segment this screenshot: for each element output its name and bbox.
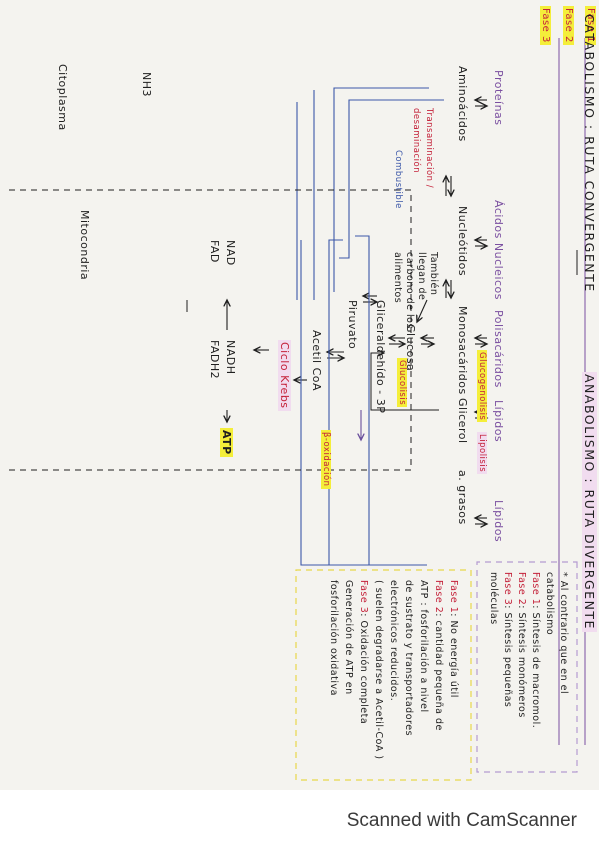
lipidos-catabolism-label: Lípidos — [492, 400, 505, 443]
piruvato-label: Piruvato — [346, 300, 359, 350]
polisacaridos-label: Polisacáridos — [492, 310, 505, 388]
note-line2: llegan de — [416, 252, 427, 301]
summary-line4: de sustrato y transportadores — [403, 580, 414, 737]
phase-2-label: Fase 2 — [563, 6, 574, 45]
summary-line7: Fase 3: Oxidación completa — [358, 580, 369, 724]
anabolism-fase3-label: Fase 3 — [502, 572, 513, 606]
note-line3: carbono de los — [404, 252, 415, 329]
proteinas-label: Proteínas — [492, 70, 505, 126]
anabolism-title: ANABOLISMO : RUTA DIVERGENTE — [582, 372, 597, 632]
fad-label: FAD — [208, 240, 221, 263]
phase-3-label: Fase 3 — [540, 6, 551, 45]
anabolism-line3: Fase 1: Síntesis de macromol. — [530, 572, 541, 728]
acidos-nucleicos-label: Ácidos Nucleicos — [492, 200, 505, 301]
glucosa-label: Glucosa — [404, 324, 417, 372]
anabolism-line4: Fase 2: Síntesis monómeros — [516, 572, 527, 718]
scanner-watermark: Scanned with CamScanner — [346, 810, 577, 831]
monosacaridos-label: Monosacáridos — [456, 306, 469, 395]
desaminacion-label: desaminación — [411, 108, 421, 174]
note-line4: alimentos — [392, 252, 403, 304]
summary-fase2-text: : cantidad pequeña de — [433, 613, 444, 731]
fadh2-label: FADH2 — [208, 340, 221, 380]
note-line1: También — [428, 252, 439, 296]
anabolism-line2: catabolismo — [544, 572, 555, 636]
diagram-sketch — [9, 38, 586, 781]
anabolism-fase1-label: Fase 1 — [530, 572, 541, 606]
blue-flow-lines — [296, 87, 444, 566]
summary-line2: Fase 2: cantidad pequeña de — [433, 580, 444, 731]
summary-fase3-label: Fase 3 — [358, 580, 369, 614]
lipolisis-label: Lipolisis — [477, 432, 487, 475]
scanner-footer: Scanned with CamScanner — [0, 790, 599, 848]
ciclo-krebs-label: Ciclo Krebs — [278, 340, 291, 411]
anabolism-box-outline — [476, 561, 578, 773]
anabolism-line5: Fase 3: Síntesis pequeñas — [502, 572, 513, 707]
anabolism-fase2-text: : Síntesis monómeros — [516, 605, 527, 718]
gliceraldehido-label: Gliceraldehído - 3P — [374, 300, 387, 414]
nad-label: NAD — [224, 240, 237, 266]
glicerol-label: Glicerol — [456, 398, 469, 444]
mitochondria-boundary — [9, 189, 412, 471]
aminoacidos-label: Aminoácidos — [456, 66, 469, 142]
rotated-sheet: Fase 1 Fase 2 Fase 3 CATABOLISMO : RUTA … — [9, 6, 597, 781]
summary-line8: Generación de ATP en — [343, 580, 354, 695]
summary-box-outline — [295, 569, 472, 781]
summary-line1: Fase 1: No energía útil — [448, 580, 459, 698]
glicerol-path — [370, 353, 439, 411]
acetil-coa-label: Acetil CoA — [310, 330, 323, 392]
summary-fase1-label: Fase 1 — [448, 580, 459, 614]
anabolism-fase3-text: : Síntesis pequeñas — [502, 605, 513, 708]
combustible-label: Combustible — [393, 150, 403, 209]
mitocondria-label: Mitocondria — [78, 210, 91, 281]
anabolism-line1: * Al contrario que en el — [558, 572, 569, 695]
summary-fase3-text: : Oxidación completa — [358, 613, 369, 725]
anabolism-fase1-text: : Síntesis de macromol. — [530, 605, 541, 729]
glucogenolisis-label: Glucogenolisis — [477, 350, 487, 423]
transaminacion-label: Transaminación / — [424, 108, 434, 189]
anabolism-line6: moléculas — [488, 572, 499, 625]
summary-line9: fosforilación oxidativa — [328, 580, 339, 696]
row-transition-arrows — [227, 100, 487, 524]
nh3-label: NH3 — [140, 72, 153, 97]
lipidos-anabolism-label: Lípidos — [492, 500, 505, 543]
summary-fase1-text: : No energía útil — [448, 613, 459, 698]
nadh-label: NADH — [224, 340, 237, 375]
citoplasma-label: Citoplasma — [56, 64, 69, 131]
nucleotidos-label: Nucleótidos — [456, 206, 469, 277]
summary-line6: ( suelen degradarse a Acetil-CoA ) — [373, 580, 384, 760]
scanned-page: Fase 1 Fase 2 Fase 3 CATABOLISMO : RUTA … — [0, 0, 599, 790]
acidos-grasos-label: a. grasos — [456, 470, 469, 525]
atp-label: ATP — [220, 428, 233, 457]
summary-line5: electrónicos reducidos. — [388, 580, 399, 702]
summary-fase2-label: Fase 2 — [433, 580, 444, 614]
summary-line3: ATP : fosforilación a nivel — [418, 580, 429, 713]
anabolism-fase2-label: Fase 2 — [516, 572, 527, 606]
beta-oxidacion-label: β-oxidación — [321, 430, 331, 489]
catabolism-title: CATABOLISMO : RUTA CONVERGENTE — [582, 14, 597, 293]
